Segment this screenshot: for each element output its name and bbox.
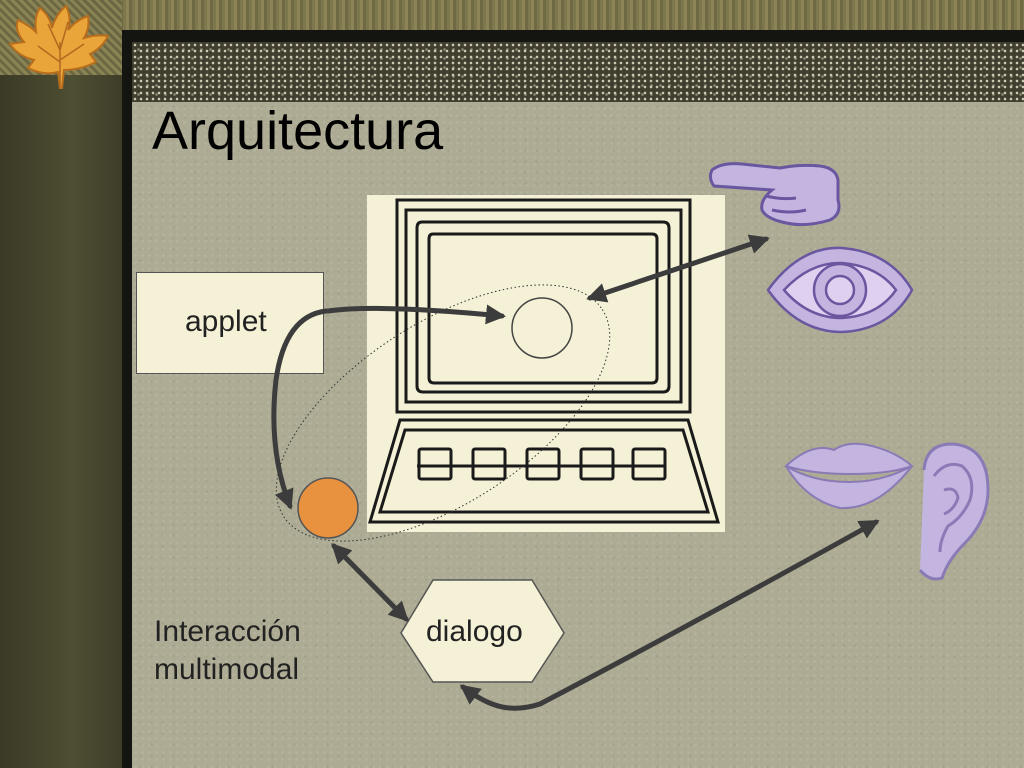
- slide-frame-divider: [122, 30, 132, 768]
- applet-label: applet: [185, 305, 267, 338]
- arrow-applet-to-screen: [325, 304, 506, 325]
- eye-icon: [766, 246, 914, 334]
- dialogo-label: dialogo: [426, 615, 523, 648]
- pointing-hand-icon: [708, 162, 841, 227]
- orange-node: [297, 477, 359, 539]
- slide-frame-top: [122, 30, 1024, 42]
- screen-circle: [511, 297, 573, 359]
- interaccion-line-2: multimodal: [154, 653, 300, 686]
- top-texture-bar: [0, 0, 1024, 30]
- title-texture-band: [132, 42, 1024, 102]
- maple-leaf-icon: [8, 4, 110, 89]
- computer-terminal-icon: [367, 195, 725, 532]
- arrow-screen-to-hand: [586, 234, 770, 303]
- arrow-ear-to-dialogo: [459, 519, 880, 711]
- interaccion-line-1: Interacción: [154, 615, 301, 648]
- lips-icon: [784, 442, 914, 510]
- applet-box: [136, 272, 324, 374]
- arrow-applet-to-node: [271, 308, 329, 510]
- left-decorative-strip: [0, 0, 122, 768]
- page-title: Arquitectura: [152, 101, 444, 161]
- interaccion-multimodal-label: Interacción multimodal: [154, 613, 301, 689]
- ear-icon: [918, 442, 990, 581]
- arrow-node-to-dialogo: [331, 543, 409, 622]
- dotted-scope-ellipse: [275, 284, 611, 542]
